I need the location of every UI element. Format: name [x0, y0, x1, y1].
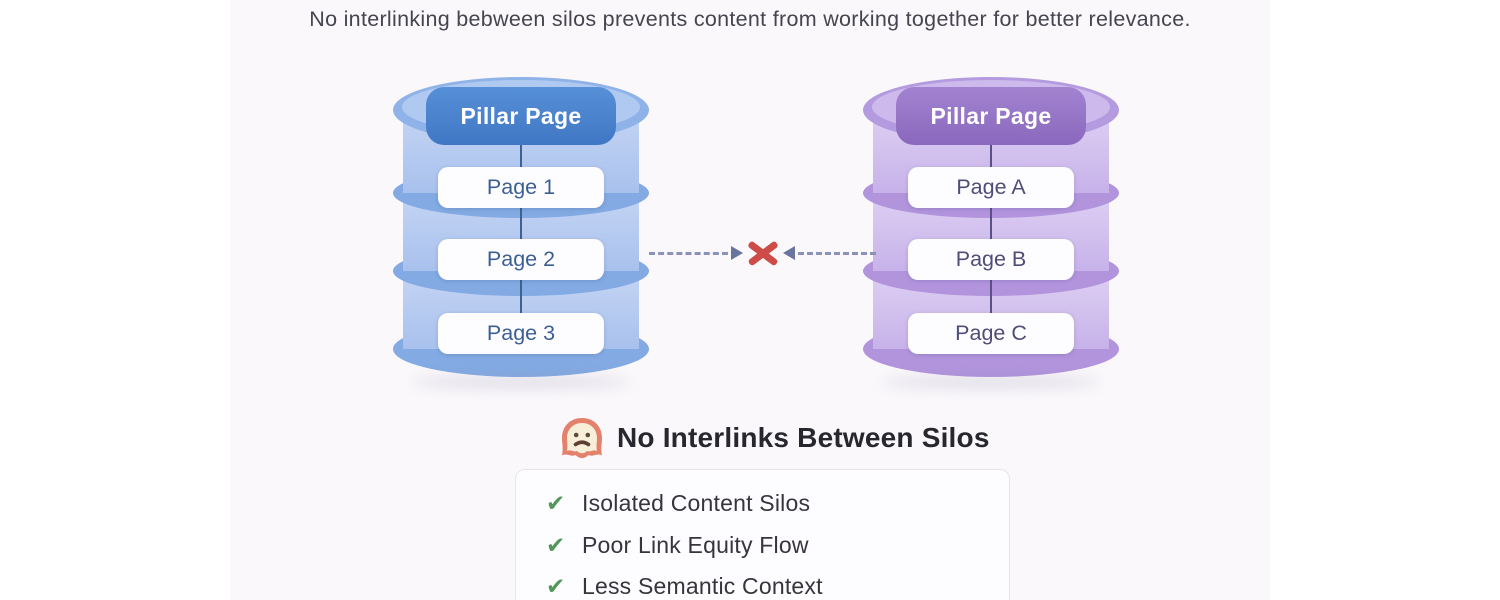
- silo-connector-line: [520, 279, 522, 315]
- silo-connector-line: [520, 145, 522, 169]
- page-node: Page 1: [438, 167, 604, 208]
- arrow-left-icon: [782, 246, 795, 260]
- pillar-page-badge: Pillar Page: [426, 87, 616, 145]
- page-node: Page C: [908, 313, 1074, 354]
- checklist-item: ✔ Poor Link Equity Flow: [546, 525, 1009, 567]
- pillar-page-badge: Pillar Page: [896, 87, 1086, 145]
- diagram-caption: No interlinking bebween silos prevents c…: [309, 7, 1191, 31]
- silo-connector-line: [520, 207, 522, 241]
- checklist-item-label: Poor Link Equity Flow: [582, 531, 809, 558]
- checklist-item: ✔ Less Semantic Context: [546, 566, 1009, 600]
- page-node: Page 3: [438, 313, 604, 354]
- arrow-right-icon: [730, 246, 743, 260]
- check-icon: ✔: [546, 573, 566, 600]
- check-icon: ✔: [546, 490, 566, 517]
- content-silo-blue: Pillar Page Page 1 Page 2 Page 3: [393, 75, 649, 385]
- page-node: Page A: [908, 167, 1074, 208]
- silo-connector-line: [990, 145, 992, 169]
- check-icon: ✔: [546, 531, 566, 558]
- x-icon: [745, 239, 781, 267]
- section-heading: No Interlinks Between Silos: [560, 414, 990, 462]
- blocked-interlink: [649, 239, 876, 267]
- section-heading-label: No Interlinks Between Silos: [617, 422, 990, 453]
- checklist-item-label: Isolated Content Silos: [582, 490, 811, 517]
- checklist-item: ✔ Isolated Content Silos: [546, 483, 1009, 525]
- dashed-link-line: [797, 251, 876, 255]
- page-node: Page B: [908, 239, 1074, 280]
- content-silo-purple: Pillar Page Page A Page B Page C: [863, 75, 1119, 385]
- sad-face-icon: [562, 418, 602, 458]
- checklist-item-label: Less Semantic Context: [582, 573, 823, 600]
- dashed-link-line: [649, 251, 728, 255]
- silo-connector-line: [990, 279, 992, 315]
- checklist-card: ✔ Isolated Content Silos ✔ Poor Link Equ…: [515, 469, 1010, 600]
- page-node: Page 2: [438, 239, 604, 280]
- silo-connector-line: [990, 207, 992, 241]
